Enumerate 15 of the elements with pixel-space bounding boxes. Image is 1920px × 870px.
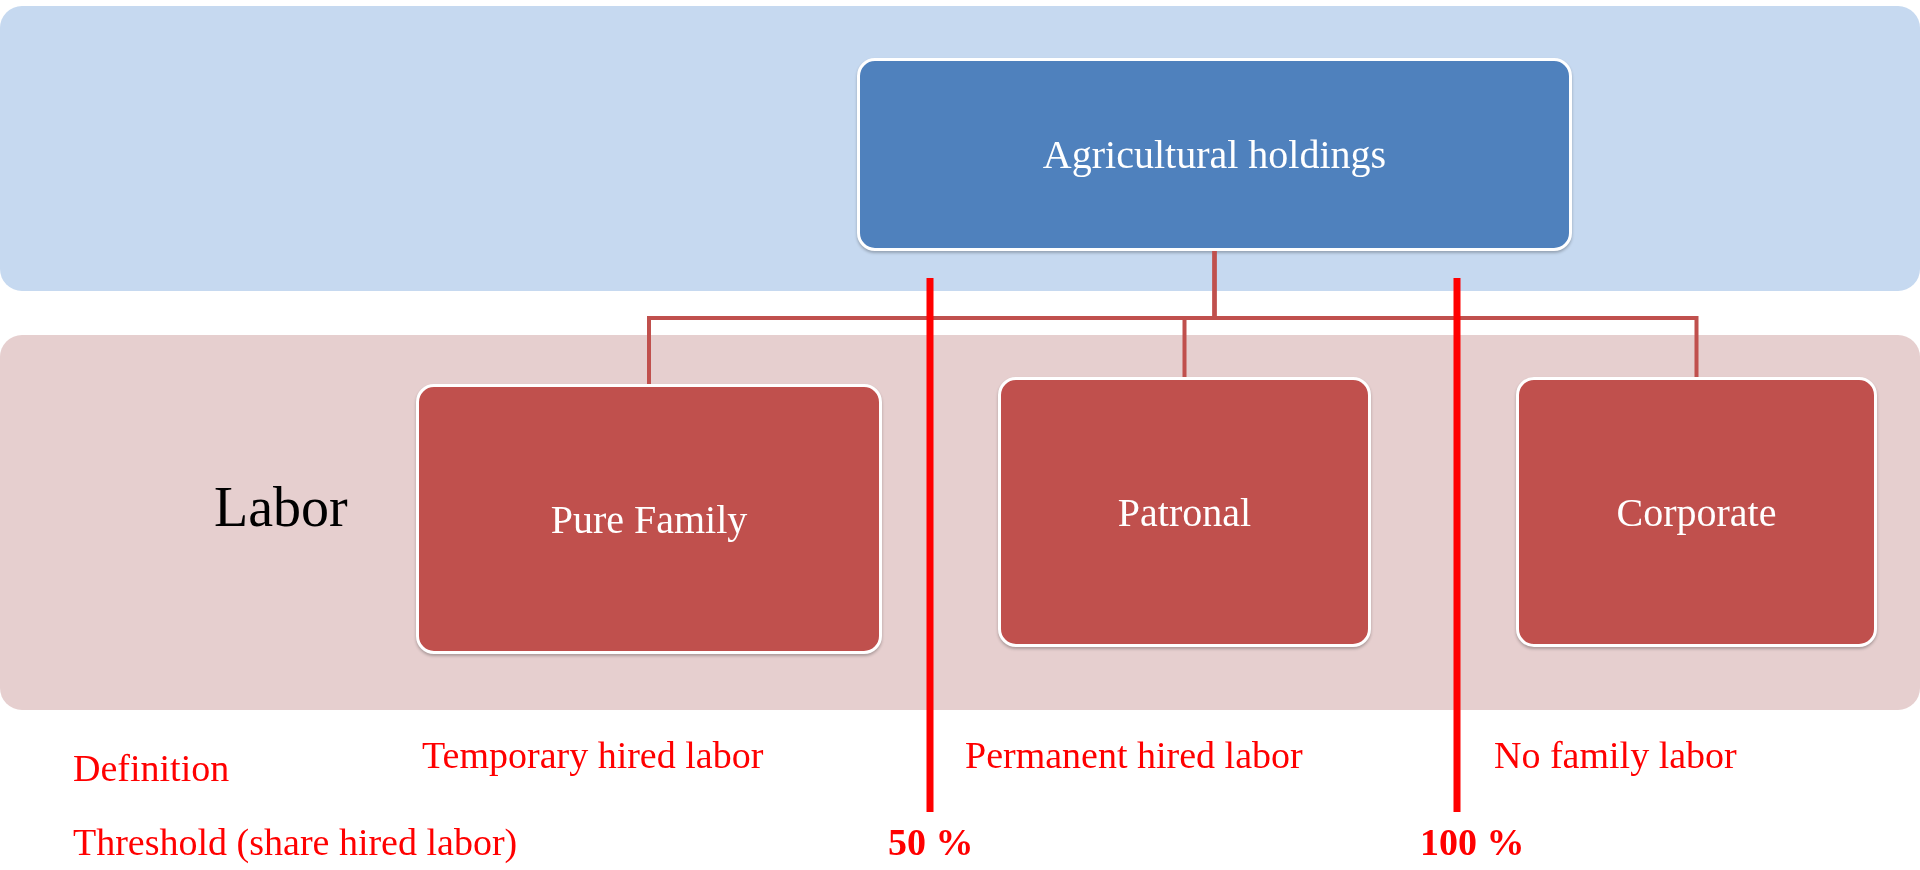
category-box: Agricultural holdings — [857, 58, 1572, 251]
category-box: Corporate — [1516, 377, 1877, 647]
category-box: Patronal — [998, 377, 1371, 647]
row-label: Definition — [73, 746, 230, 790]
connector-line — [1212, 251, 1699, 377]
definition-text: Permanent hired labor — [965, 733, 1303, 777]
band-background — [0, 6, 1920, 291]
threshold-value: 100 % — [1420, 820, 1525, 864]
category-box: Pure Family — [416, 384, 882, 654]
definition-text: Temporary hired labor — [422, 733, 764, 777]
definition-text: No family labor — [1494, 733, 1737, 777]
threshold-value: 50 % — [888, 820, 974, 864]
band-background — [0, 335, 1920, 710]
band-label: Labor — [214, 475, 348, 539]
row-label: Threshold (share hired labor) — [73, 820, 518, 864]
